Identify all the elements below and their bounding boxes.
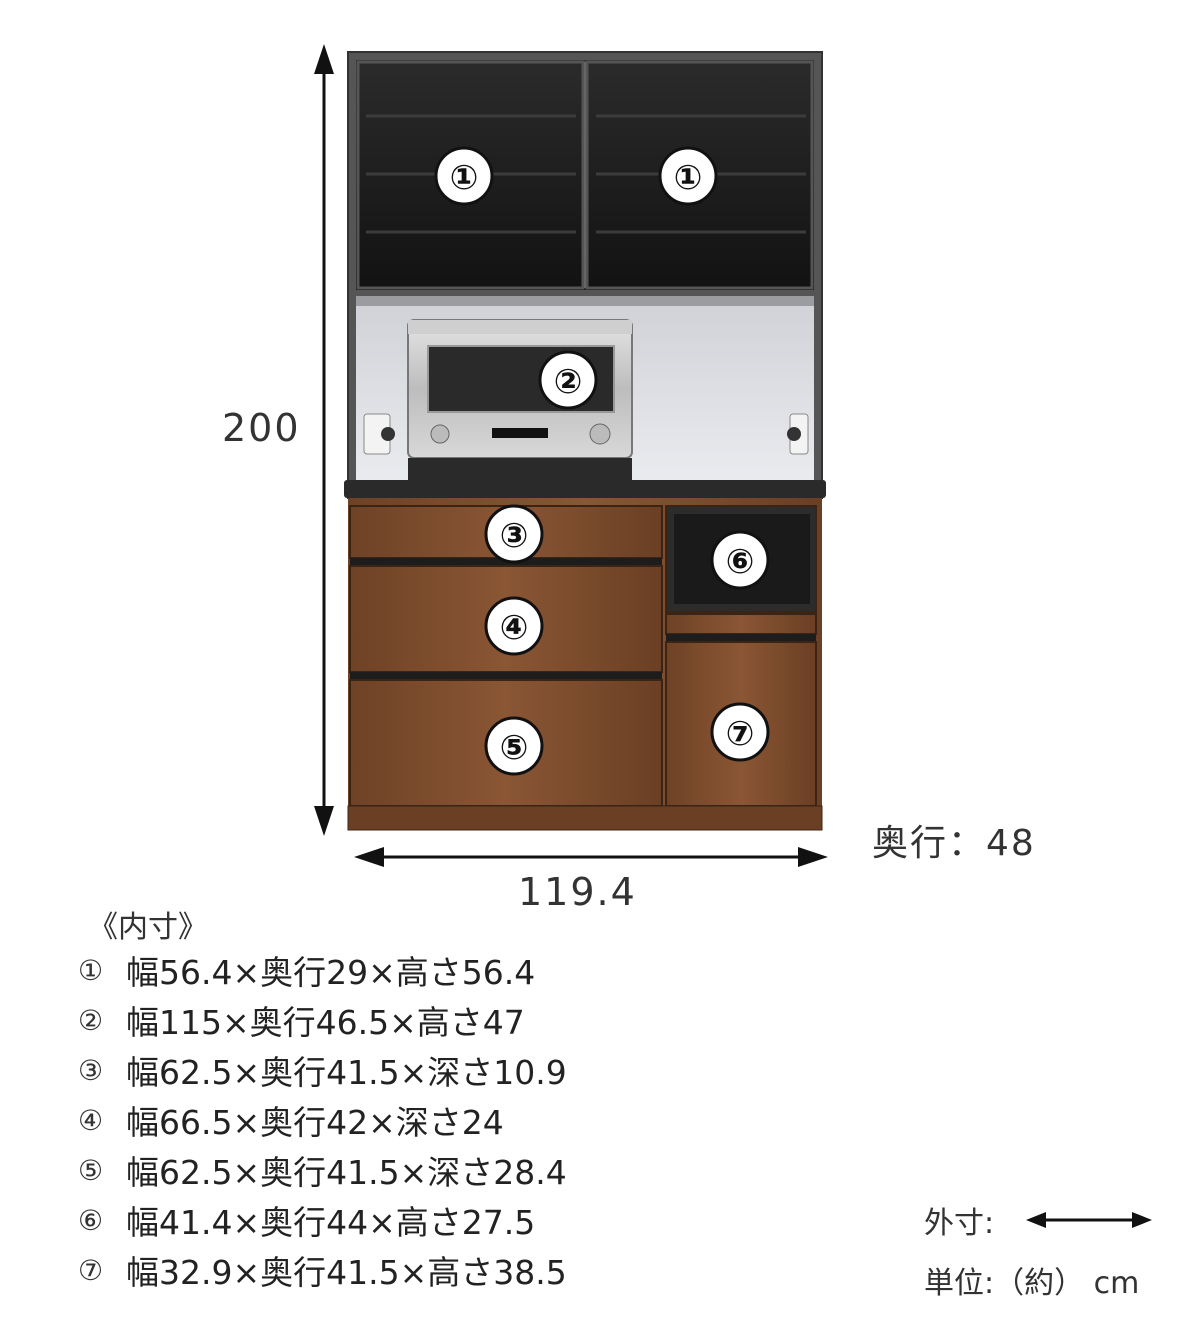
svg-text:⑦: ⑦ (726, 714, 755, 754)
badge-4: ④ (484, 596, 544, 656)
spec-num: ② (78, 1003, 104, 1037)
inner-spec-list: ① 幅56.4×奥行29×高さ56.4 ② 幅115×奥行46.5×高さ47 ③ 幅6… (78, 945, 567, 1295)
height-arrow (314, 44, 334, 836)
spec-item: ② 幅115×奥行46.5×高さ47 (78, 995, 567, 1045)
spec-item: ⑤ 幅62.5×奥行41.5×深さ28.4 (78, 1145, 567, 1195)
spec-text: 幅56.4×奥行29×高さ56.4 (126, 953, 536, 992)
svg-text:⑤: ⑤ (500, 728, 529, 768)
badge-6: ⑥ (710, 530, 770, 590)
cupboard-illustration: ① ① ② ③ ④ ⑤ ⑥ ⑦ (344, 51, 826, 831)
spec-num: ③ (78, 1053, 104, 1087)
svg-text:③: ③ (500, 516, 529, 556)
spec-item: ① 幅56.4×奥行29×高さ56.4 (78, 945, 567, 995)
spec-num: ① (78, 953, 104, 987)
badge-7: ⑦ (710, 702, 770, 762)
width-arrow (354, 847, 828, 867)
svg-text:④: ④ (500, 608, 529, 648)
spec-num: ⑥ (78, 1203, 104, 1237)
spec-text: 幅115×奥行46.5×高さ47 (126, 1003, 525, 1042)
spec-item: ④ 幅66.5×奥行42×深さ24 (78, 1095, 567, 1145)
depth-label: 奥行：48 (872, 823, 1036, 864)
outer-label: 外寸: (924, 1206, 995, 1241)
spec-text: 幅32.9×奥行41.5×高さ38.5 (126, 1253, 567, 1292)
spec-text: 幅41.4×奥行44×高さ27.5 (126, 1203, 536, 1242)
badge-1b: ① (658, 146, 718, 206)
badge-2: ② (538, 350, 598, 410)
badge-1a: ① (434, 146, 494, 206)
spec-text: 幅62.5×奥行41.5×深さ28.4 (126, 1153, 567, 1192)
oven (407, 319, 633, 480)
spec-item: ③ 幅62.5×奥行41.5×深さ10.9 (78, 1045, 567, 1095)
svg-text:⑥: ⑥ (726, 542, 755, 582)
drawer-5 (349, 679, 663, 807)
spec-num: ④ (78, 1103, 104, 1137)
outer-dimension-legend: 外寸: (924, 1198, 1154, 1242)
spec-item: ⑥ 幅41.4×奥行44×高さ27.5 (78, 1195, 567, 1245)
inner-dimensions-title: 《内寸》 (88, 910, 208, 945)
spec-num: ⑦ (78, 1253, 104, 1287)
width-label: 119.4 (518, 870, 637, 914)
svg-text:①: ① (674, 158, 703, 198)
spec-item: ⑦ 幅32.9×奥行41.5×高さ38.5 (78, 1245, 567, 1295)
height-label: 200 (222, 406, 301, 450)
spec-num: ⑤ (78, 1153, 104, 1187)
svg-text:②: ② (554, 362, 583, 402)
svg-text:①: ① (450, 158, 479, 198)
spec-text: 幅62.5×奥行41.5×深さ10.9 (126, 1053, 567, 1092)
countertop (344, 480, 826, 498)
badge-3: ③ (484, 504, 544, 564)
unit-label: 単位:（約） cm (924, 1266, 1140, 1301)
badge-5: ⑤ (484, 716, 544, 776)
double-arrow-icon (1026, 1212, 1153, 1228)
spec-text: 幅66.5×奥行42×深さ24 (126, 1103, 504, 1142)
